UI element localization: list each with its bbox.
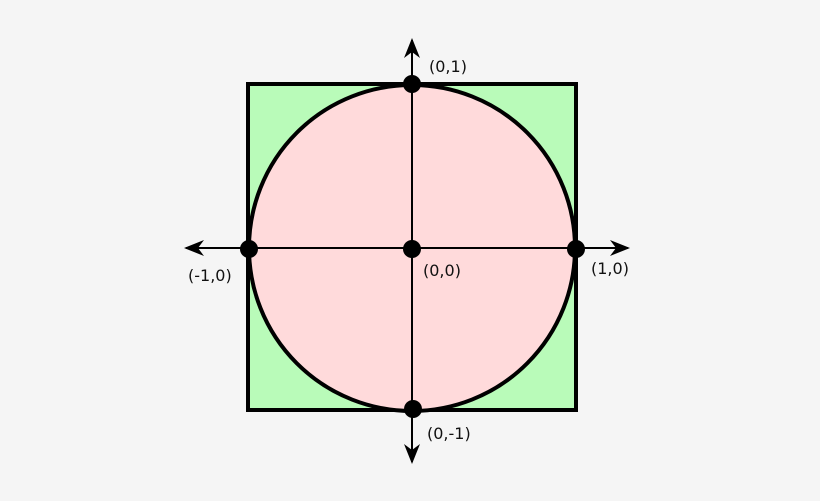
label-top: (0,1) (429, 57, 467, 76)
point-left (240, 240, 258, 258)
label-right: (1,0) (591, 259, 629, 278)
label-bottom: (0,-1) (427, 424, 471, 443)
point-top (403, 75, 421, 93)
point-bottom (404, 400, 422, 418)
label-left: (-1,0) (188, 266, 232, 285)
point-origin (403, 240, 421, 258)
label-origin: (0,0) (423, 261, 461, 280)
point-right (567, 240, 585, 258)
